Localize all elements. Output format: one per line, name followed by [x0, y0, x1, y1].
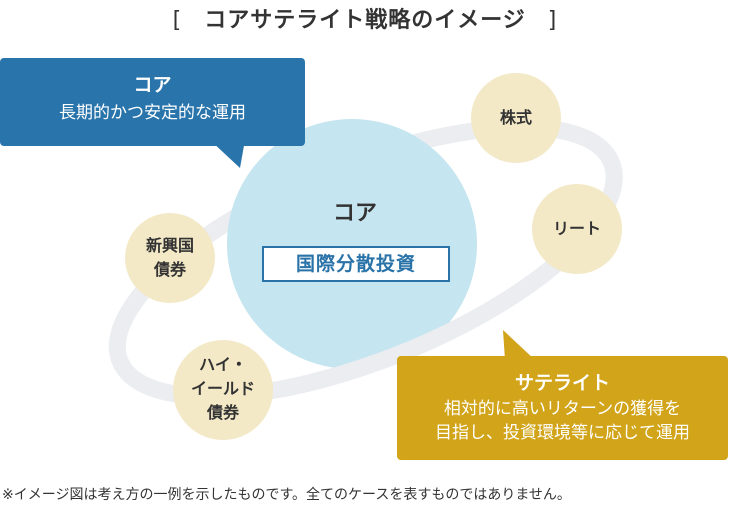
title-close-bracket: ] [547, 8, 558, 33]
core-bubble-title: コア [133, 74, 172, 96]
satellite-highyield-circle [173, 340, 273, 440]
satellite-highyield-line-1: ハイ・ [199, 355, 247, 374]
core-strategy-box: 国際分散投資 [262, 246, 450, 282]
core-circle [227, 119, 477, 369]
satellite-emerging-label: 新興国 債券 [125, 234, 215, 282]
title-text: コアサテライト戦略のイメージ [204, 8, 526, 33]
satellite-emerging-circle [125, 213, 215, 303]
core-circle-title: コア [332, 201, 377, 226]
core-bubble-text: 長期的かつ安定的な運用 [59, 103, 246, 123]
core-bubble-tail [210, 140, 245, 168]
footnote: ※イメージ図は考え方の一例を示したものです。全てのケースを表すものではありません… [2, 487, 571, 503]
satellite-stocks-circle [471, 73, 561, 163]
satellite-reit-circle [532, 184, 622, 274]
satellite-bubble-text: 相対的に高いリターンの獲得を 目指し、投資環境等に応じて運用 [397, 397, 728, 445]
core-bubble: コア 長期的かつ安定的な運用 [0, 58, 305, 146]
satellite-bubble-tail [503, 330, 535, 360]
satellite-stocks-line: 株式 [499, 108, 532, 127]
satellite-highyield-line-2: イールド [190, 379, 255, 398]
title-open-bracket: [ [172, 8, 183, 33]
diagram-title: [ コアサテライト戦略のイメージ] [0, 2, 730, 34]
satellite-stocks-label: 株式 [471, 106, 561, 130]
satellite-reit-line: リート [552, 219, 601, 238]
satellite-bubble: サテライト 相対的に高いリターンの獲得を 目指し、投資環境等に応じて運用 [397, 356, 728, 460]
satellite-highyield-line-3: 債券 [206, 403, 239, 422]
satellite-bubble-title: サテライト [514, 372, 610, 394]
satellite-emerging-line-1: 新興国 [145, 236, 194, 255]
satellite-reit-label: リート [532, 217, 622, 241]
satellite-highyield-label: ハイ・ イールド 債券 [168, 353, 278, 425]
satellite-emerging-line-2: 債券 [153, 260, 186, 279]
satellite-bubble-line-2: 目指し、投資環境等に応じて運用 [435, 423, 690, 443]
satellite-bubble-line-1: 相対的に高いリターンの獲得を [443, 399, 682, 419]
